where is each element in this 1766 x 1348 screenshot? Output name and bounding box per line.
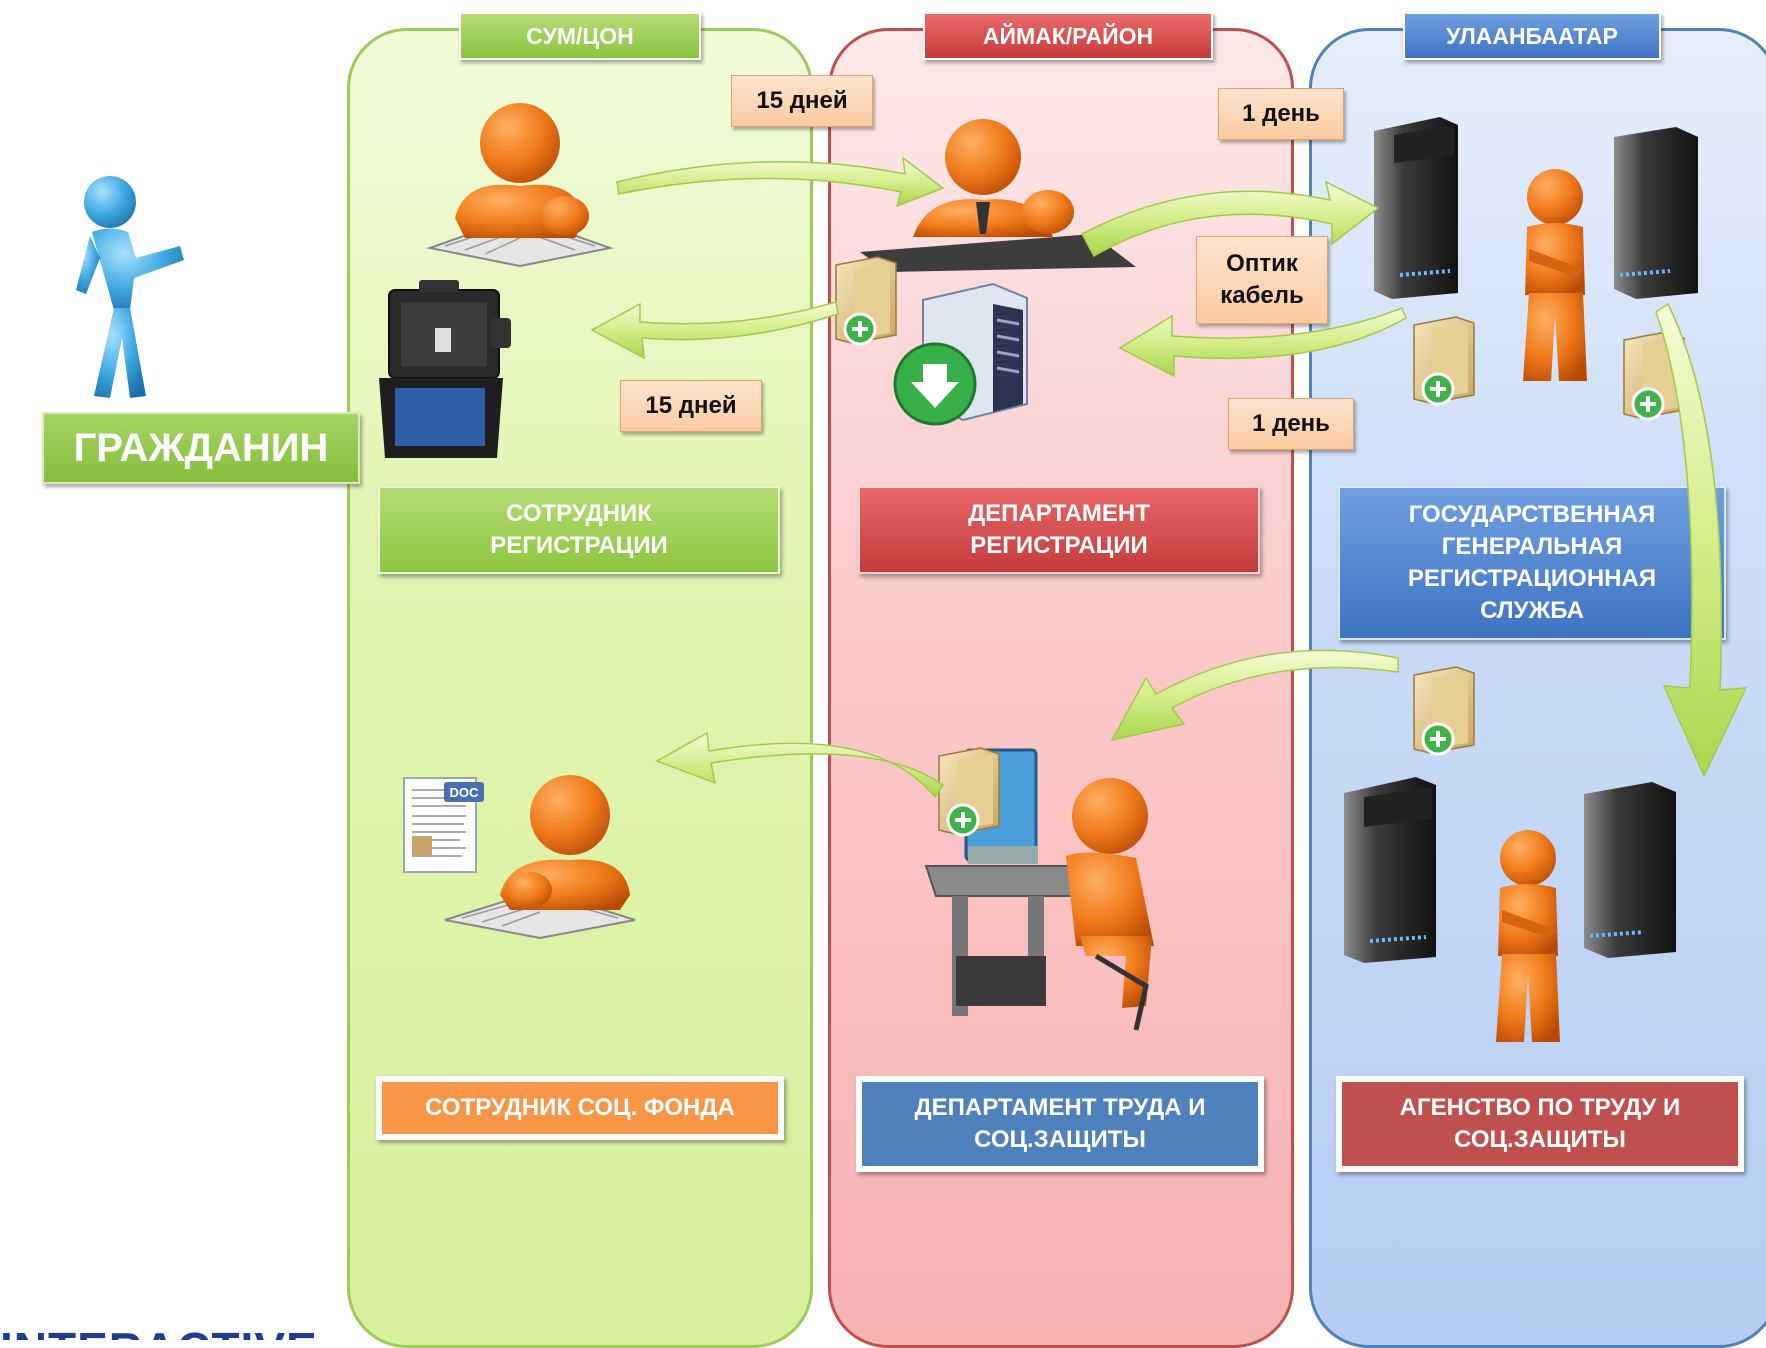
server-rack-icon-2 <box>1614 127 1698 299</box>
person-thinking-icon-2 <box>1496 830 1560 1042</box>
brand-text: INTERACTIVE <box>0 1326 380 1340</box>
time-label-top-right: 1 день <box>1218 88 1344 140</box>
person-reading-icon <box>426 103 614 268</box>
brand-logo: INTERACTIVE <box>0 1320 380 1340</box>
folder-add-icon-2 <box>938 747 1000 837</box>
arrow-aimag-to-ub <box>1080 180 1380 258</box>
doc-file-icon: DOC <box>403 777 484 873</box>
person-thinking-icon <box>1523 169 1587 381</box>
arrow-aimag-to-sum <box>590 301 839 360</box>
registration-kit-icon <box>379 280 511 458</box>
header-ulaanbaatar: УЛААНБААТАР <box>1403 12 1661 60</box>
time-label-bottom-right: 1 день <box>1228 398 1354 450</box>
arrow-ub-to-aimag <box>1118 307 1407 378</box>
server-rack-icon <box>1374 117 1458 299</box>
server-download-icon <box>893 282 1028 426</box>
box-social-fund-officer: СОТРУДНИК СОЦ. ФОНДА <box>376 1076 784 1140</box>
arrow-ub-down <box>1655 302 1748 778</box>
box-general-service: ГОСУДАРСТВЕННАЯ ГЕНЕРАЛЬНАЯ РЕГИСТРАЦИОН… <box>1338 486 1726 640</box>
folder-add-icon-5 <box>1413 666 1475 756</box>
header-aimag: АЙМАК/РАЙОН <box>923 12 1213 60</box>
folder-add-icon <box>835 256 897 346</box>
person-pointing-icon <box>76 176 184 398</box>
box-reg-department: ДЕПАРТАМЕНТ РЕГИСТРАЦИИ <box>858 486 1260 574</box>
citizen-label: ГРАЖДАНИН <box>42 412 360 484</box>
person-at-desk-icon <box>860 119 1136 272</box>
server-rack-icon-3 <box>1344 777 1436 963</box>
folder-add-icon-3 <box>1413 316 1475 406</box>
arrow-labor-dept-to-sum <box>655 731 945 799</box>
server-rack-icon-4 <box>1584 782 1676 958</box>
header-sum: СУМ/ЦОН <box>459 12 701 60</box>
time-label-bottom-left: 15 дней <box>620 380 762 432</box>
time-label-top-left: 15 дней <box>731 75 873 127</box>
box-labor-department: ДЕПАРТАМЕНТ ТРУДА И СОЦ.ЗАЩИТЫ <box>856 1076 1264 1172</box>
time-label-cable: Оптик кабель <box>1196 236 1328 324</box>
person-reading-icon-2 <box>444 775 636 940</box>
box-reg-officer: СОТРУДНИК РЕГИСТРАЦИИ <box>378 486 780 574</box>
arrow-sum-to-aimag <box>616 156 945 208</box>
svg-text:DOC: DOC <box>450 785 480 800</box>
arrow-ub-to-labor-dept <box>1110 649 1399 742</box>
box-labor-agency: АГЕНСТВО ПО ТРУДУ И СОЦ.ЗАЩИТЫ <box>1336 1076 1744 1172</box>
